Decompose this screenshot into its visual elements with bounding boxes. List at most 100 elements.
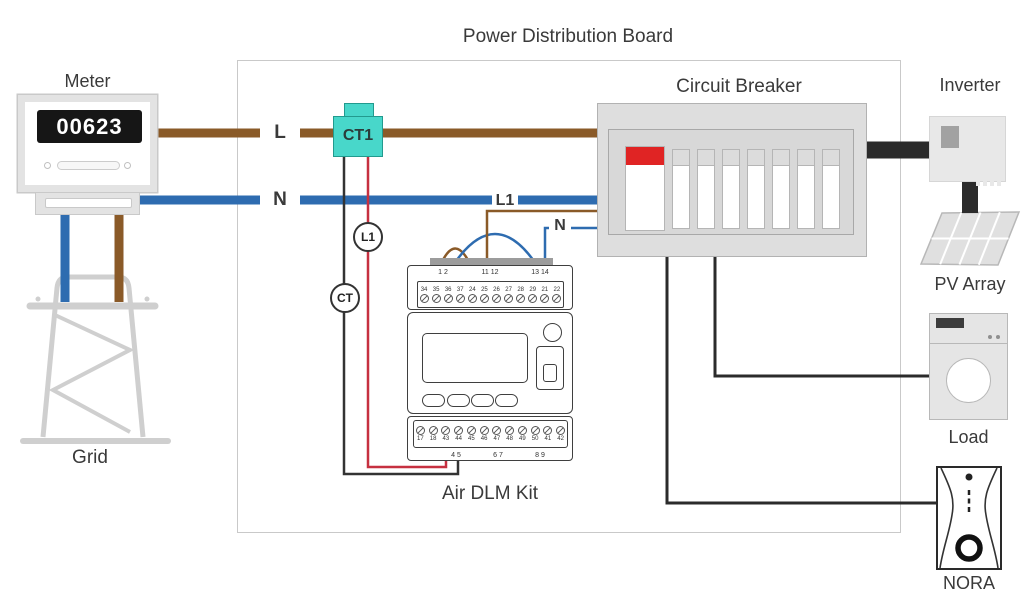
- breaker-slot: [822, 149, 840, 229]
- screw-terminal-icon: [516, 293, 526, 303]
- dlm-side-module: [536, 346, 564, 390]
- screw-terminal-icon: [479, 426, 489, 435]
- terminal-cell: 21: [539, 282, 551, 307]
- jumper-arc-neutral: [452, 232, 538, 265]
- breaker-slot: [672, 149, 690, 229]
- load-label: Load: [948, 427, 989, 447]
- dlm-side-module-port: [543, 364, 557, 382]
- dlm-n-wire: [543, 226, 600, 264]
- nora-device-icon: [936, 466, 1002, 570]
- power-distribution-board-boundary: [237, 60, 901, 533]
- screw-terminal-icon: [419, 293, 429, 303]
- pv-array-icon: [919, 211, 1021, 266]
- screw-terminal-icon: [415, 426, 425, 435]
- terminal-cell: 41: [542, 421, 555, 447]
- circuit-breaker-panel: [597, 103, 867, 257]
- breaker-slot: [747, 149, 765, 229]
- breaker-switch-icon: [723, 150, 739, 166]
- breaker-slot: [697, 149, 715, 229]
- terminal-number: 28: [517, 286, 524, 293]
- terminal-cell: 34: [418, 282, 430, 307]
- breaker-slot: [772, 149, 790, 229]
- terminal-cell: 35: [430, 282, 442, 307]
- breaker-switch-icon: [698, 150, 714, 166]
- appliance-door-icon: [946, 358, 991, 403]
- dlm-top-terminals: 34 35 36 37 24 25 26 27: [417, 281, 564, 308]
- terminal-cell: 29: [527, 282, 539, 307]
- dlm-display: [422, 333, 528, 383]
- inverter-label: Inverter: [939, 75, 1001, 95]
- neutral-wire-tag: N: [260, 187, 300, 213]
- terminal-number: 35: [432, 286, 440, 293]
- meter-label: Meter: [64, 71, 111, 91]
- inverter-connector-icon: [976, 181, 980, 186]
- screw-terminal-icon: [467, 293, 477, 303]
- breaker-slot: [797, 149, 815, 229]
- terminal-number: 17: [417, 436, 424, 442]
- terminal-number: 25: [481, 286, 488, 293]
- terminal-cell: 44: [452, 421, 465, 447]
- inverter-screen: [941, 126, 959, 148]
- breaker-switch-icon: [673, 150, 689, 166]
- breaker-nora-wire: [665, 255, 939, 505]
- terminal-cell: 25: [478, 282, 490, 307]
- breaker-slot-row: [608, 129, 854, 235]
- dlm-top-terminal-strip: 1 2 11 12 13 14 34 35 36 37 24 25 2: [407, 265, 573, 310]
- terminal-number: 18: [429, 436, 437, 442]
- screw-terminal-icon: [556, 426, 566, 435]
- terminal-number: 42: [557, 436, 564, 442]
- terminal-cell: 43: [440, 421, 453, 447]
- terminal-cell: 26: [490, 282, 502, 307]
- terminal-cell: 36: [442, 282, 454, 307]
- screw-terminal-icon: [431, 293, 441, 303]
- inverter-icon: [929, 116, 1006, 186]
- terminal-number: 47: [493, 436, 501, 442]
- screw-terminal-icon: [505, 426, 515, 435]
- terminal-number: 41: [544, 436, 552, 442]
- dlm-button: [422, 394, 445, 407]
- circuit-breaker-label: Circuit Breaker: [676, 76, 802, 97]
- terminal-number: 46: [480, 436, 488, 442]
- terminal-number: 45: [468, 436, 475, 442]
- dlm-button: [471, 394, 494, 407]
- terminal-number: 50: [531, 436, 539, 442]
- meter-slot: [45, 198, 132, 208]
- appliance-control-panel: [936, 318, 964, 328]
- ct1-clamp: CT1: [333, 116, 383, 157]
- dlm-terminal-group: 13 14: [531, 269, 549, 276]
- dlm-terminal-group: 8 9: [535, 452, 545, 459]
- terminal-cell: 49: [516, 421, 529, 447]
- load-appliance-icon: [929, 313, 1008, 420]
- terminal-number: 36: [444, 286, 452, 293]
- screw-terminal-icon: [441, 426, 451, 435]
- terminal-number: 49: [519, 436, 526, 442]
- live-wire-tag: L: [260, 120, 300, 146]
- screw-terminal-icon: [543, 426, 553, 435]
- screw-terminal-icon: [517, 426, 527, 435]
- terminal-number: 21: [541, 286, 549, 293]
- dlm-l1-wire: [485, 209, 600, 264]
- screw-terminal-icon: [455, 293, 465, 303]
- appliance-knob-icon: [996, 335, 1000, 339]
- dlm-button: [495, 394, 518, 407]
- dlm-led-icon: [543, 323, 562, 342]
- terminal-number: 37: [456, 286, 464, 293]
- inverter-connector-icon: [990, 181, 994, 186]
- dlm-terminal-group: 6 7: [493, 452, 503, 459]
- dlm-button: [447, 394, 470, 407]
- dlm-l1-wire-tag: L1: [492, 192, 518, 209]
- breaker-load-wire: [713, 255, 931, 378]
- screw-terminal-icon: [540, 293, 550, 303]
- nora-device-art: [939, 468, 999, 568]
- terminal-cell: 18: [427, 421, 440, 447]
- grid-label: Grid: [72, 447, 108, 468]
- breaker-switch-icon: [626, 147, 664, 165]
- breaker-switch-icon: [773, 150, 789, 166]
- breaker-switch-icon: [823, 150, 839, 166]
- l1-probe-badge: L1: [353, 222, 383, 252]
- dlm-unit-body: [407, 312, 573, 414]
- breaker-switch-icon: [748, 150, 764, 166]
- terminal-number: 29: [529, 286, 537, 293]
